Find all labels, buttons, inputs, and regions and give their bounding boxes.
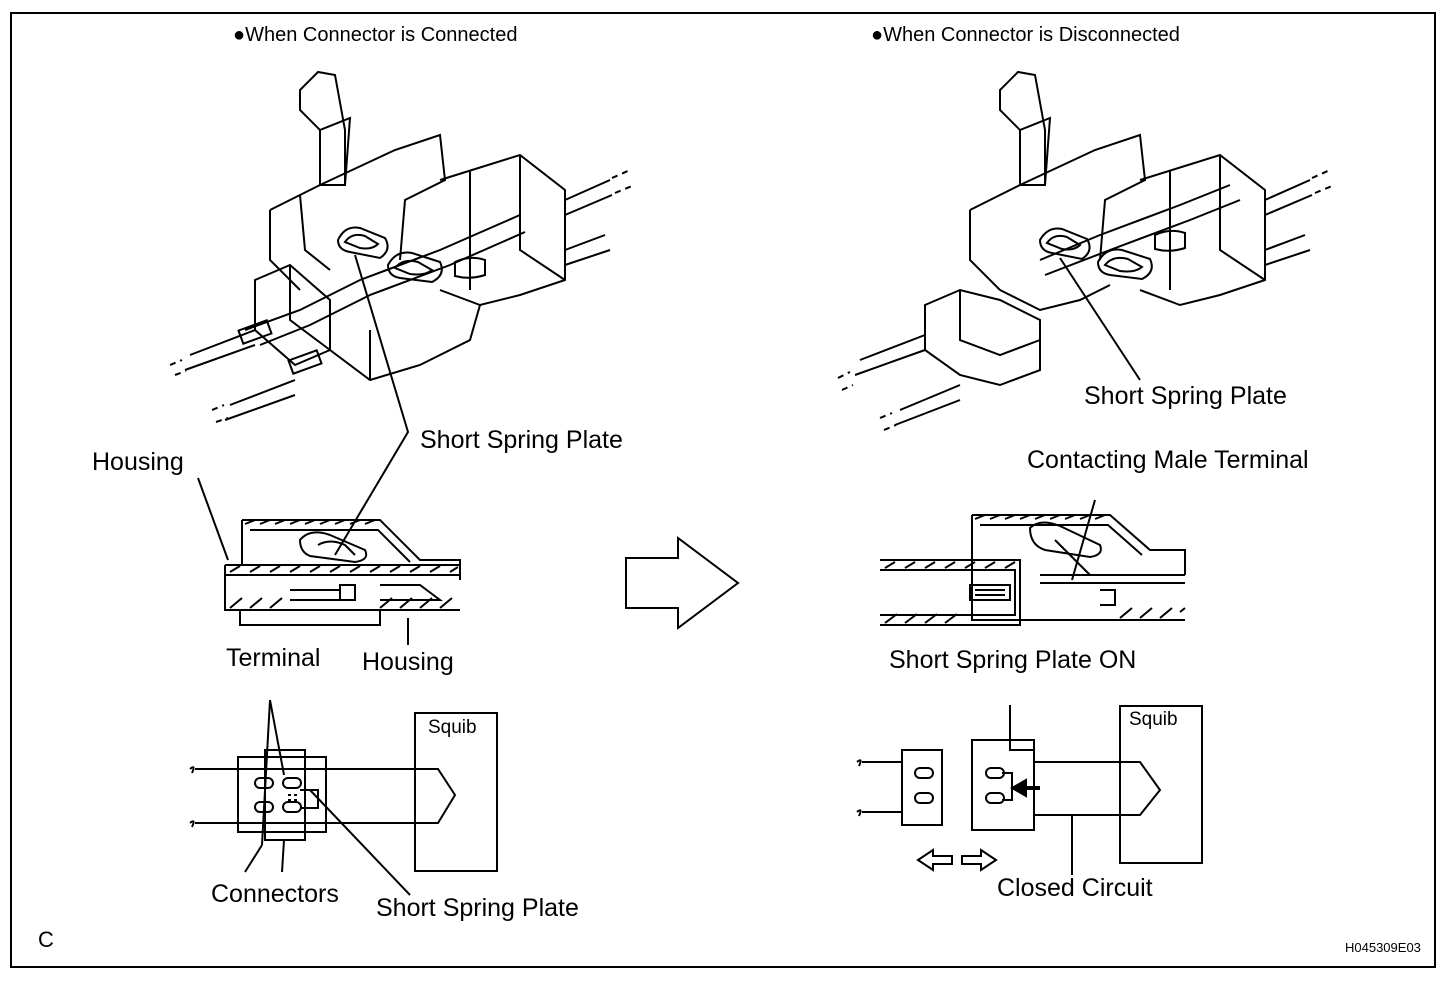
label-squib-left: Squib — [428, 717, 477, 738]
leader-short-spring-plate-left — [334, 254, 410, 556]
label-housing-top: Housing — [92, 448, 184, 476]
disconnected-cross-section — [880, 514, 1186, 626]
label-contacting-male-terminal: Contacting Male Terminal — [1027, 446, 1309, 474]
label-terminal: Terminal — [226, 644, 321, 672]
connected-cross-section — [224, 519, 461, 626]
leader-housing-top — [197, 477, 229, 561]
leader-contacting-male-terminal — [1071, 499, 1096, 581]
label-short-spring-plate-on: Short Spring Plate ON — [889, 646, 1137, 674]
header-disconnected: ●When Connector is Disconnected — [871, 24, 1180, 46]
label-short-spring-plate-bottom: Short Spring Plate — [376, 894, 579, 922]
label-housing-bottom: Housing — [362, 648, 454, 676]
header-connected: ●When Connector is Connected — [233, 24, 518, 46]
connected-connector-illustration — [169, 70, 633, 423]
disconnected-connector-illustration — [837, 70, 1333, 431]
label-short-spring-plate-left: Short Spring Plate — [420, 426, 623, 454]
figure-code: H045309E03 — [1345, 940, 1421, 955]
disconnected-schematic — [856, 705, 1203, 875]
label-connectors: Connectors — [211, 880, 339, 908]
label-short-spring-plate-right: Short Spring Plate — [1084, 382, 1287, 410]
label-squib-right: Squib — [1129, 709, 1178, 730]
leader-short-spring-plate-right — [1059, 257, 1141, 381]
corner-letter: C — [38, 927, 54, 952]
connected-schematic — [189, 699, 498, 896]
figure-frame — [10, 12, 1436, 968]
transition-arrow — [625, 536, 740, 630]
label-closed-circuit: Closed Circuit — [997, 874, 1153, 902]
